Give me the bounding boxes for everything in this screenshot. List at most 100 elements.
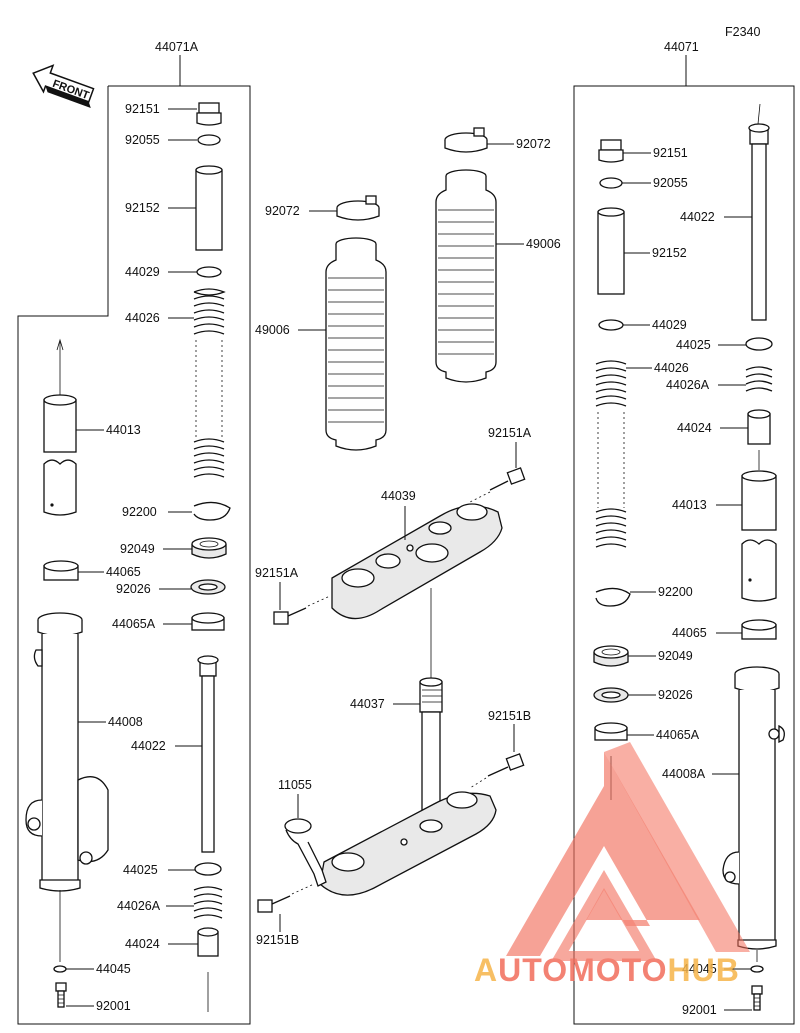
center-label-92072-b: 92072 <box>516 137 551 151</box>
fork-spring-part <box>193 288 226 478</box>
inner-tube-part <box>741 450 777 602</box>
watermark: AUTOMOTOHUB <box>474 742 750 988</box>
right-label-92001: 92001 <box>682 1003 717 1017</box>
oil-lock-piece-part <box>747 409 771 445</box>
inner-tube-part <box>43 338 77 516</box>
right-label-44024: 44024 <box>677 421 712 435</box>
guide-bushing-part <box>43 560 79 581</box>
right-label-44045: 44045 <box>682 962 717 976</box>
right-label-44026: 44026 <box>654 361 689 375</box>
washer-part <box>196 266 222 278</box>
right-label-44008A: 44008A <box>662 767 706 781</box>
left-assembly-title: 44071A <box>155 40 199 54</box>
center-label-49006-b: 49006 <box>526 237 561 251</box>
center-label-49006-a: 49006 <box>255 323 290 337</box>
left-label-44045: 44045 <box>96 962 131 976</box>
left-label-44065: 44065 <box>106 565 141 579</box>
center-label-92072-a: 92072 <box>265 204 300 218</box>
watermark-text: AUTOMOTOHUB <box>474 952 740 988</box>
circlip-part <box>193 501 231 521</box>
figure-code: F2340 <box>725 25 760 39</box>
clamp-bolt-part <box>273 607 307 625</box>
spring-seat-part <box>194 862 222 876</box>
right-label-92049: 92049 <box>658 649 693 663</box>
right-label-92151: 92151 <box>653 146 688 160</box>
spacer-tube-part <box>195 165 223 251</box>
washer-part <box>598 319 624 331</box>
left-label-44026: 44026 <box>125 311 160 325</box>
gasket-part <box>53 965 67 973</box>
right-label-44065A: 44065A <box>656 728 700 742</box>
socket-bolt-part <box>751 985 763 1011</box>
left-label-92026: 92026 <box>116 582 151 596</box>
right-label-92200: 92200 <box>658 585 693 599</box>
watermark-logo-icon <box>506 742 750 961</box>
center-assembly: 92072 49006 92072 49006 <box>255 127 561 947</box>
rebound-spring-part <box>193 886 223 919</box>
center-label-11055: 11055 <box>278 778 312 792</box>
left-label-92200: 92200 <box>122 505 157 519</box>
socket-bolt-part <box>55 982 67 1008</box>
center-label-44037: 44037 <box>350 697 385 711</box>
right-fork-assembly: 44071 92151 92055 44022 92152 <box>573 40 795 1025</box>
left-label-44026A: 44026A <box>117 899 161 913</box>
center-label-44039: 44039 <box>381 489 416 503</box>
right-label-44022: 44022 <box>680 210 715 224</box>
left-label-92151: 92151 <box>125 102 160 116</box>
spacer-tube-part <box>597 207 625 295</box>
left-label-92152: 92152 <box>125 201 160 215</box>
oil-seal-part <box>191 537 227 559</box>
guide-bushing-a-part <box>191 612 225 631</box>
boot-clamp-part <box>336 195 380 221</box>
right-label-44013: 44013 <box>672 498 707 512</box>
left-label-44024: 44024 <box>125 937 160 951</box>
guide-bushing-part <box>741 619 777 640</box>
right-label-92026: 92026 <box>658 688 693 702</box>
outer-tube-part <box>722 666 785 950</box>
center-label-92151A-b: 92151A <box>255 566 299 580</box>
clamp-bolt-part <box>489 467 526 491</box>
circlip-part <box>595 587 631 607</box>
left-label-44025: 44025 <box>123 863 158 877</box>
cap-bolt-part <box>598 139 624 163</box>
right-label-44029: 44029 <box>652 318 687 332</box>
cap-bolt-part <box>196 102 222 126</box>
hose-bracket-part <box>284 818 327 887</box>
stem-bolt-part <box>487 753 525 777</box>
lower-bracket-part <box>319 791 497 896</box>
spring-seat-part <box>745 337 773 351</box>
left-label-44065A: 44065A <box>112 617 156 631</box>
guide-bushing-a-part <box>594 722 628 741</box>
oil-lock-piece-part <box>197 927 219 957</box>
rebound-spring-part <box>745 366 773 392</box>
center-label-92151B-a: 92151B <box>488 709 531 723</box>
left-label-92049: 92049 <box>120 542 155 556</box>
oil-seal-part <box>593 645 629 667</box>
left-label-44022: 44022 <box>131 739 166 753</box>
upper-bracket-part <box>331 503 503 620</box>
gasket-part <box>750 965 764 973</box>
center-label-92151B-b: 92151B <box>256 933 299 947</box>
right-label-44065: 44065 <box>672 626 707 640</box>
damper-cylinder-part <box>197 655 219 853</box>
fork-spring-part <box>595 360 627 548</box>
damper-cylinder-part <box>748 103 770 321</box>
right-label-44026A: 44026A <box>666 378 710 392</box>
right-label-92055: 92055 <box>653 176 688 190</box>
right-label-92152: 92152 <box>652 246 687 260</box>
fork-boot-part <box>435 169 497 383</box>
right-assembly-title: 44071 <box>664 40 699 54</box>
o-ring-part <box>599 177 623 189</box>
left-label-44029: 44029 <box>125 265 160 279</box>
left-label-44013: 44013 <box>106 423 141 437</box>
front-arrow-icon: FRONT <box>32 64 95 108</box>
left-label-92001: 92001 <box>96 999 131 1013</box>
left-fork-assembly: 44071A 92151 92055 92152 44029 <box>17 40 251 1025</box>
bracket-bolt-part <box>257 895 291 913</box>
steering-stem-part <box>419 677 443 823</box>
outer-tube-part <box>25 612 109 892</box>
center-label-92151A-a: 92151A <box>488 426 532 440</box>
left-label-44008: 44008 <box>108 715 143 729</box>
right-label-44025: 44025 <box>676 338 711 352</box>
